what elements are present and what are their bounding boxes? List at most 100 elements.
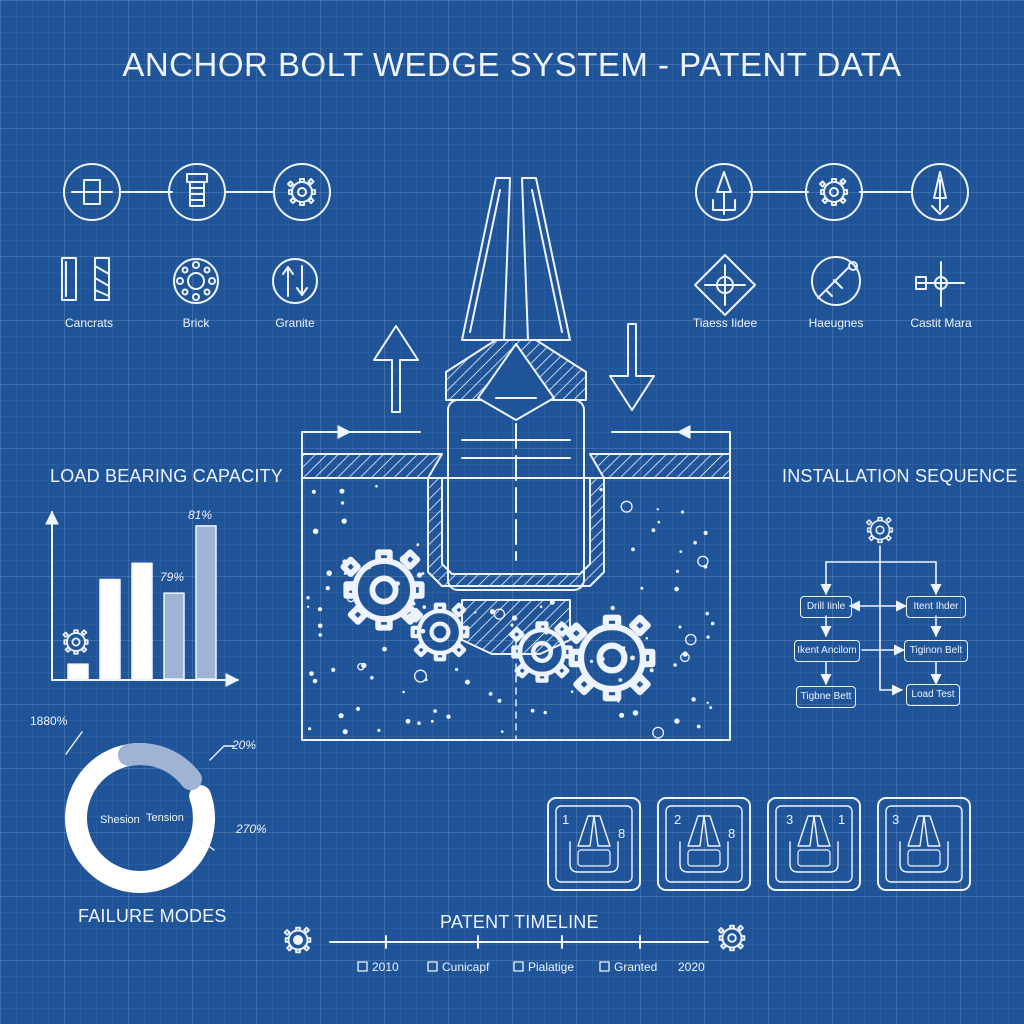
- aggregate-particle: [632, 710, 639, 716]
- timeline-item-2010: 2010: [372, 960, 399, 974]
- gear-icon-top-right: [805, 163, 863, 221]
- aggregate-particle: [402, 690, 405, 694]
- step-frame-4: [877, 797, 971, 891]
- aggregate-particle: [309, 671, 314, 676]
- aggregate-particle: [420, 628, 426, 634]
- aggregate-particle: [709, 706, 713, 710]
- load-bar-4: [163, 592, 185, 680]
- frame-2-n2: 8: [728, 826, 736, 841]
- aggregate-particle: [673, 663, 677, 667]
- aggregate-particle: [657, 520, 661, 524]
- frame-4-n1: 3: [892, 812, 900, 827]
- aggregate-particle: [691, 697, 696, 702]
- aggregate-particle: [331, 667, 336, 673]
- material-icons-right: [694, 254, 965, 316]
- aggregate-particle: [430, 719, 434, 723]
- load-chart-label-top: 81%: [188, 508, 213, 522]
- aggregate-particle: [530, 708, 535, 713]
- aggregate-particle: [550, 648, 554, 652]
- drill-bit-icon: [911, 163, 969, 221]
- step-tighten-bolt-right: Tiginon Belt: [904, 640, 968, 662]
- installation-flow-lines: [820, 516, 942, 696]
- aggregate-particle: [656, 508, 659, 511]
- aggregate-particle: [651, 528, 656, 533]
- material-label-concrete: Cancrats: [64, 316, 114, 330]
- aggregate-particle: [570, 690, 574, 693]
- aggregate-particle: [515, 671, 521, 677]
- aggregate-particle: [342, 729, 348, 735]
- aggregate-particle: [367, 565, 371, 570]
- aggregate-particle: [405, 718, 411, 724]
- aggregate-particle: [340, 501, 345, 505]
- aggregate-particle: [308, 727, 312, 731]
- installation-sequence-title: INSTALLATION SEQUENCE: [782, 466, 1018, 486]
- installation-step-frames: [547, 797, 971, 891]
- material-label-right-1: Tiaess Iidee: [692, 316, 758, 330]
- timeline-item-2020: 2020: [678, 960, 705, 974]
- aggregate-particle: [618, 678, 623, 682]
- load-chart-bars: [67, 525, 217, 680]
- aggregate-particle: [361, 662, 367, 669]
- aggregate-particle: [377, 728, 381, 733]
- anchor-icon: [695, 163, 753, 221]
- aggregate-particle: [306, 596, 310, 600]
- aggregate-particle: [649, 668, 654, 673]
- aggregate-particle: [338, 713, 344, 719]
- aggregate-particle: [631, 547, 635, 552]
- aggregate-particle: [474, 611, 477, 614]
- failure-modes-donut: [65, 731, 235, 893]
- aggregate-particle: [399, 555, 408, 564]
- aggregate-particle: [619, 712, 625, 718]
- aggregate-particle: [390, 615, 393, 619]
- aggregate-particle: [539, 605, 543, 609]
- aggregate-particle: [416, 543, 420, 547]
- aggregate-particle: [617, 700, 620, 703]
- aggregate-particle: [685, 633, 697, 646]
- aggregate-particle: [488, 692, 493, 696]
- step-insert-anchor: Ikent Ancilom: [794, 640, 860, 662]
- material-label-right-3: Castit Mara: [910, 316, 972, 330]
- step-load-test: Load Test: [906, 684, 960, 706]
- aggregate-particle: [703, 530, 708, 536]
- frame-1-n2: 8: [618, 826, 626, 841]
- step-insert-holder: Itent Ihder: [906, 596, 966, 618]
- aggregate-particle: [674, 586, 679, 592]
- aggregate-particle: [549, 599, 555, 605]
- aggregate-particle: [395, 581, 400, 586]
- material-label-granite: Granite: [275, 316, 315, 330]
- aggregate-particle: [339, 488, 345, 494]
- aggregate-particle: [317, 623, 323, 629]
- failure-label-left: 1880%: [30, 714, 68, 728]
- material-label-right-2: Haeugnes: [808, 316, 864, 330]
- aggregate-particle: [312, 678, 318, 684]
- aggregate-particle: [413, 669, 428, 683]
- aggregate-particle: [341, 518, 347, 524]
- aggregate-particle: [343, 572, 347, 575]
- aggregate-particle: [312, 528, 319, 535]
- aggregate-particle: [407, 613, 411, 617]
- aggregate-particle: [697, 555, 709, 567]
- aggregate-particle: [375, 484, 378, 488]
- aggregate-particle: [347, 585, 353, 591]
- load-bar-3: [131, 562, 153, 680]
- aggregate-particle: [599, 487, 603, 492]
- aggregate-particle: [446, 714, 451, 719]
- aggregate-particle: [497, 698, 502, 703]
- aggregate-particle: [455, 667, 459, 672]
- step-frame-3: [767, 797, 861, 891]
- material-icons-left: [61, 257, 318, 304]
- aggregate-particle: [589, 659, 594, 664]
- aggregate-particle: [706, 701, 709, 704]
- frame-3-n1: 3: [786, 812, 794, 827]
- patent-timeline-title: PATENT TIMELINE: [440, 912, 599, 932]
- failure-modes-title: FAILURE MODES: [78, 906, 227, 926]
- timeline-item-prototype: Pialatige: [528, 960, 575, 974]
- aggregate-particle: [347, 594, 355, 603]
- aggregate-particle: [421, 572, 425, 575]
- load-chart-label-mid: 79%: [160, 570, 185, 584]
- aggregate-particle: [679, 550, 683, 553]
- aggregate-particle: [678, 625, 682, 629]
- aggregate-particle: [318, 633, 323, 637]
- step-frame-2: [657, 797, 751, 891]
